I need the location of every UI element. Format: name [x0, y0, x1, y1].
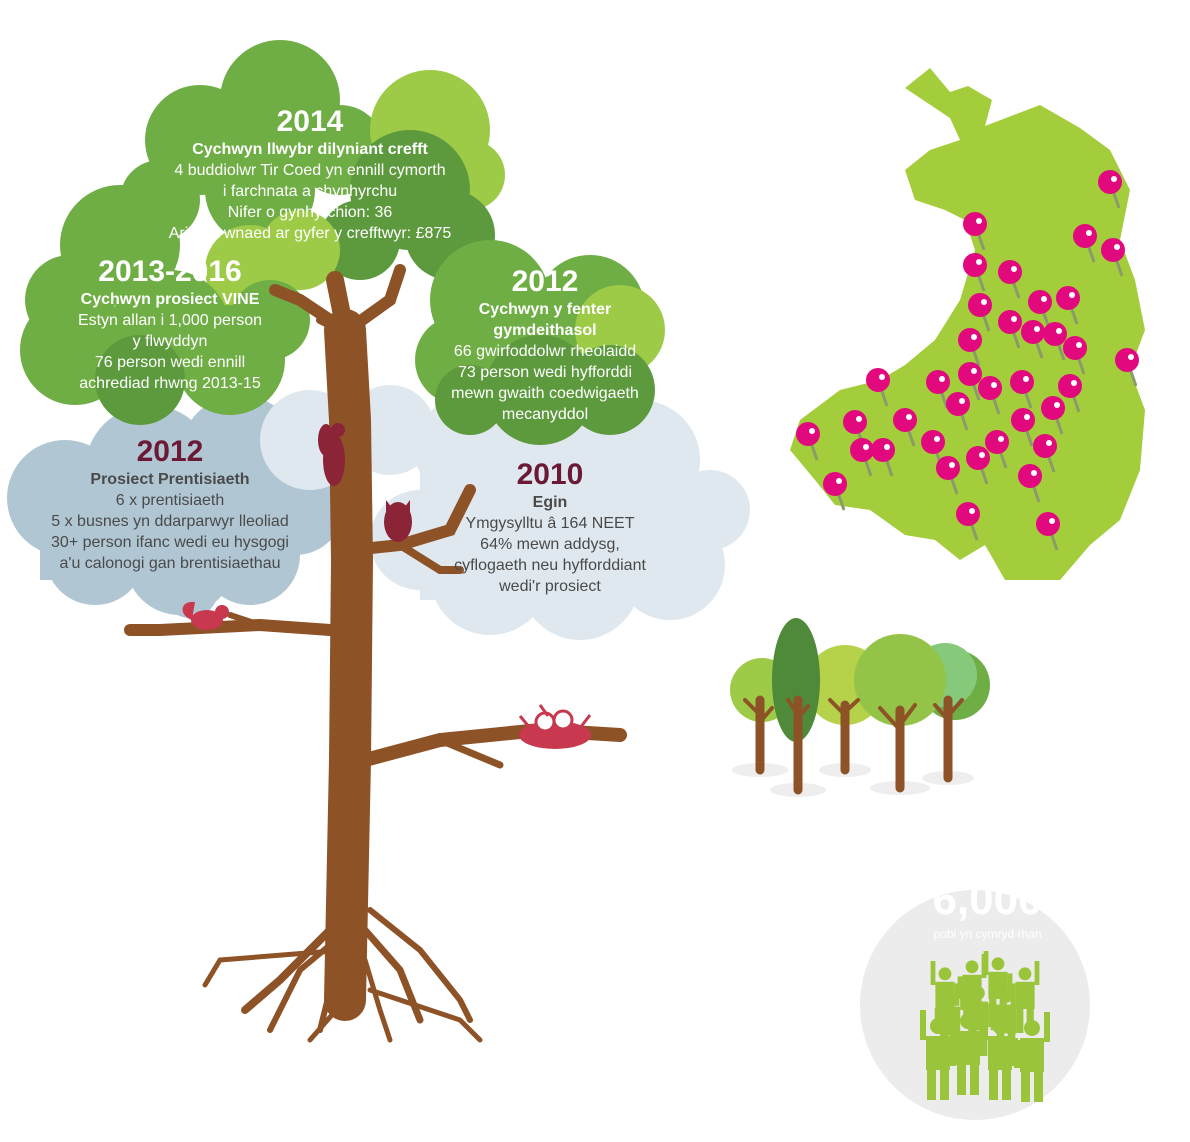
map-pin-icon [1058, 374, 1082, 413]
year-2012: 2012 [136, 435, 204, 468]
map-pin-icon [985, 430, 1009, 469]
heading-2014: Cychwyn llwybr dilyniant crefft [192, 141, 428, 158]
year-2012: 2012 [511, 265, 579, 298]
line: 5 x busnes yn ddarparwyr lleoliad [51, 513, 289, 530]
year-2010: 2010 [516, 458, 584, 491]
line: y flwyddyn [132, 333, 208, 350]
heading-2012-social-enterprise: Cychwyn y fenter gymdeithasol [478, 301, 612, 339]
line: 76 person wedi ennill [94, 354, 246, 371]
line: wedi'r prosiect [499, 578, 601, 595]
map-pin-icon [871, 438, 895, 477]
map-pin-icon [823, 472, 847, 511]
map-pin-icon [1036, 512, 1060, 551]
map-pin-icon [946, 392, 970, 431]
map-pin-icon [1101, 238, 1125, 277]
block-2014: 2014 Cychwyn llwybr dilyniant crefft 4 b… [130, 105, 490, 244]
map-pin-icon [936, 456, 960, 495]
line: Arian a wnaed ar gyfer y crefftwyr: £875 [168, 225, 452, 242]
map-pin-icon [1018, 464, 1042, 503]
squirrel-icon [182, 601, 229, 630]
line: mecanyddol [501, 406, 589, 423]
map-pin-icon [998, 260, 1022, 299]
map-pin-icon [1011, 408, 1035, 447]
map-pin-icon [1073, 224, 1097, 263]
squirrel-climbing-icon [318, 423, 345, 486]
map-pin-icon [893, 408, 917, 447]
map-pin-icon [866, 368, 890, 407]
map-pin-icon [1115, 348, 1139, 387]
line: Estyn allan i 1,000 person [77, 312, 263, 329]
line: 64% mewn addysg, [480, 536, 620, 553]
foliage [20, 40, 665, 445]
map-pin-icon [1033, 434, 1057, 473]
map-pin-icon [1056, 286, 1080, 325]
cloud-blue [7, 395, 345, 618]
heading-2012-apprenticeship: Prosiect Prentisiaeth [90, 471, 250, 488]
map-pin-icon [968, 293, 992, 332]
line: 66 gwirfoddolwr rheolaidd [453, 343, 637, 360]
line: 73 person wedi hyfforddi [457, 364, 633, 381]
map-pin-icon [956, 502, 980, 541]
year-2013-2016: 2013-2016 [98, 255, 242, 288]
block-2013-2016: 2013-2016 Cychwyn prosiect VINE Estyn al… [40, 255, 300, 394]
line: Ymgysylltu â 164 NEET [465, 515, 635, 532]
map-pin-icon [850, 438, 874, 477]
forest-icon [730, 618, 990, 797]
block-2012-apprenticeship: 2012 Prosiect Prentisiaeth 6 x prentisia… [20, 435, 320, 574]
heading-2010: Egin [532, 494, 568, 511]
heading-2013-2016: Cychwyn prosiect VINE [80, 291, 260, 308]
participants-number: 6,000 [932, 875, 1043, 924]
map-pin-icon [1043, 322, 1067, 361]
map-pin-icon [796, 422, 820, 461]
nest-icon [518, 704, 592, 749]
map-pin-icon [998, 310, 1022, 349]
line: i farchnata a chynhyrchu [222, 183, 398, 200]
map-pin-icon [963, 212, 987, 251]
map-pin-icon [926, 370, 950, 409]
map-pin-icon [958, 328, 982, 367]
map-pin-icon [1098, 170, 1122, 209]
map-pin-icon [963, 253, 987, 292]
year-2014: 2014 [276, 105, 344, 138]
participants-label: pobl yn cymryd rhan [933, 927, 1042, 941]
line: Nifer o gynhyrchion: 36 [227, 204, 393, 221]
person-icon [920, 1010, 956, 1100]
map-pin-icon [966, 446, 990, 485]
block-2012-social-enterprise: 2012 Cychwyn y fenter gymdeithasol 66 gw… [425, 265, 665, 425]
map-pin-icon [978, 376, 1002, 415]
block-2010: 2010 Egin Ymgysylltu â 164 NEET 64% mewn… [430, 458, 670, 597]
participants-stat: 6,000 pobl yn cymryd rhan [860, 875, 1115, 941]
owl-icon [384, 500, 412, 542]
person-icon [982, 1010, 1018, 1100]
map-pin-icon [1041, 396, 1065, 435]
map-pin-icon [1063, 336, 1087, 375]
line: a'u calonogi gan brentisiaethau [59, 555, 281, 572]
person-icon [1014, 1012, 1050, 1102]
people-icon [920, 951, 1050, 1102]
line: 6 x prentisiaeth [115, 492, 225, 509]
line: 4 buddiolwr Tir Coed yn ennill cymorth [174, 162, 446, 179]
map-pin-icon [958, 362, 982, 401]
line: mewn gwaith coedwigaeth [451, 385, 639, 402]
map-pin-icon [1021, 320, 1045, 359]
line: cyflogaeth neu hyfforddiant [454, 557, 646, 574]
tree-trunk [124, 264, 627, 1043]
map-pins [796, 170, 1139, 551]
map-pin-icon [1028, 290, 1052, 329]
line: 30+ person ifanc wedi eu hysgogi [51, 534, 289, 551]
line: achrediad rhwng 2013-15 [79, 375, 261, 392]
map-pin-icon [1010, 370, 1034, 409]
